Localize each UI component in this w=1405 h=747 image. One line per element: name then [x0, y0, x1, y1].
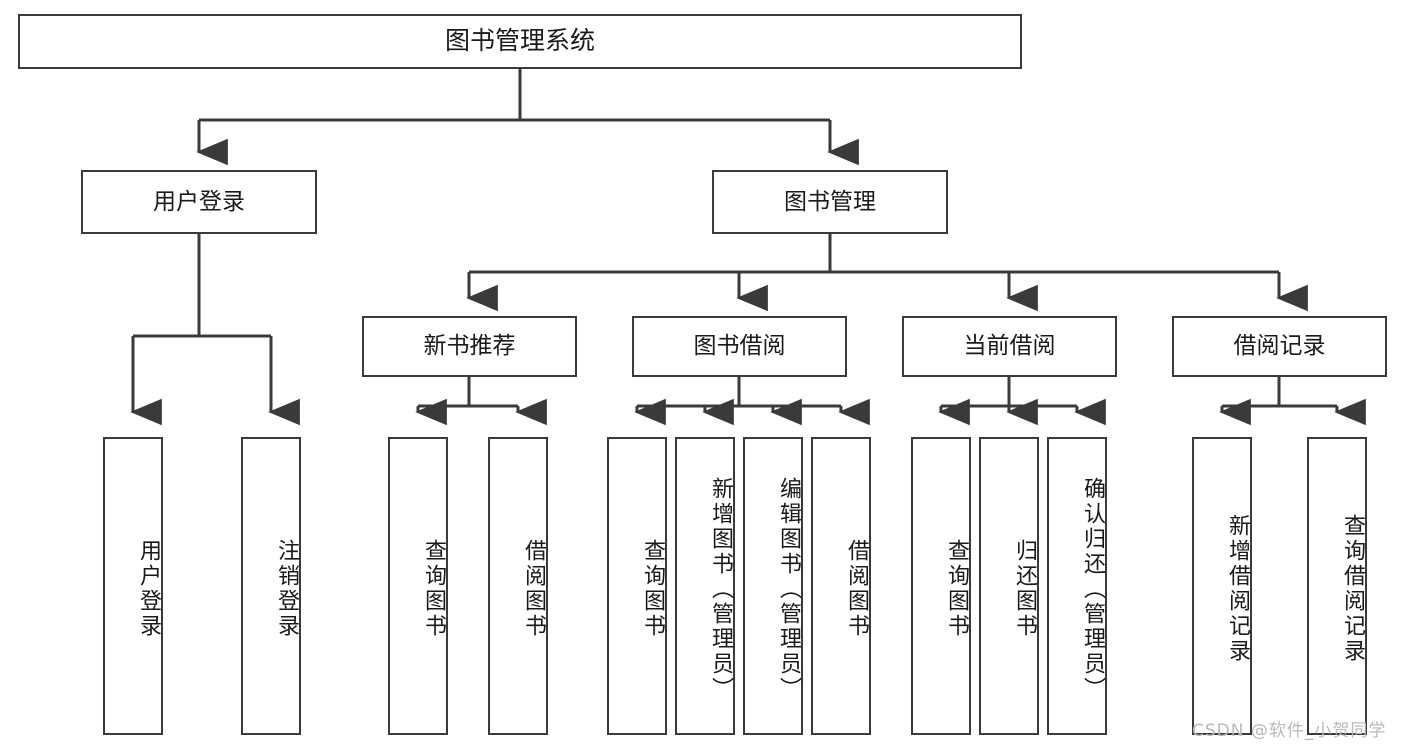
node-leaf-borrow-book-recommend[interactable]: 借阅图书 [488, 437, 548, 735]
node-label: 图书管理系统 [444, 26, 595, 56]
node-root-book-management-system[interactable]: 图书管理系统 [18, 14, 1022, 69]
node-label: 新增借阅记录 [1225, 514, 1250, 664]
node-leaf-add-book-admin[interactable]: 新增图书（管理员） [675, 437, 735, 735]
node-leaf-user-login[interactable]: 用户登录 [103, 437, 163, 735]
node-label: 查询图书 [944, 539, 969, 639]
node-leaf-edit-book-admin[interactable]: 编辑图书（管理员） [743, 437, 803, 735]
node-leaf-logout[interactable]: 注销登录 [241, 437, 301, 735]
node-label: 图书借阅 [693, 333, 786, 360]
node-label: 查询图书 [421, 539, 446, 639]
node-label: 归还图书 [1012, 539, 1037, 639]
node-leaf-query-book-current[interactable]: 查询图书 [911, 437, 971, 735]
csdn-watermark: CSDN @软件_小贺同学 [1192, 716, 1386, 741]
node-leaf-borrow-book[interactable]: 借阅图书 [811, 437, 871, 735]
node-new-book-recommend[interactable]: 新书推荐 [362, 316, 577, 377]
node-leaf-confirm-return-admin[interactable]: 确认归还（管理员） [1047, 437, 1107, 735]
watermark-text: CSDN @软件_小贺同学 [1192, 721, 1387, 741]
node-label: 新增图书（管理员） [708, 476, 733, 702]
node-current-borrow[interactable]: 当前借阅 [902, 316, 1117, 377]
node-book-borrow[interactable]: 图书借阅 [632, 316, 847, 377]
node-label: 新书推荐 [423, 333, 516, 360]
node-label: 编辑图书（管理员） [776, 476, 801, 702]
node-leaf-return-book[interactable]: 归还图书 [979, 437, 1039, 735]
node-label: 当前借阅 [963, 333, 1056, 360]
node-borrow-record[interactable]: 借阅记录 [1172, 316, 1387, 377]
node-label: 借阅记录 [1233, 333, 1326, 360]
node-label: 用户登录 [153, 188, 245, 215]
node-label: 借阅图书 [521, 539, 546, 639]
node-book-management[interactable]: 图书管理 [712, 170, 948, 234]
node-user-login[interactable]: 用户登录 [81, 170, 317, 234]
node-label: 查询借阅记录 [1340, 514, 1365, 664]
node-leaf-add-borrow-record[interactable]: 新增借阅记录 [1192, 437, 1252, 735]
node-label: 用户登录 [136, 539, 161, 639]
node-label: 查询图书 [640, 539, 665, 639]
node-label: 注销登录 [274, 539, 299, 639]
node-label: 借阅图书 [844, 539, 869, 639]
node-label: 确认归还（管理员） [1080, 476, 1105, 702]
node-leaf-query-book-recommend[interactable]: 查询图书 [388, 437, 448, 735]
node-label: 图书管理 [784, 188, 876, 215]
node-leaf-query-book-borrow[interactable]: 查询图书 [607, 437, 667, 735]
node-leaf-query-borrow-record[interactable]: 查询借阅记录 [1307, 437, 1367, 735]
